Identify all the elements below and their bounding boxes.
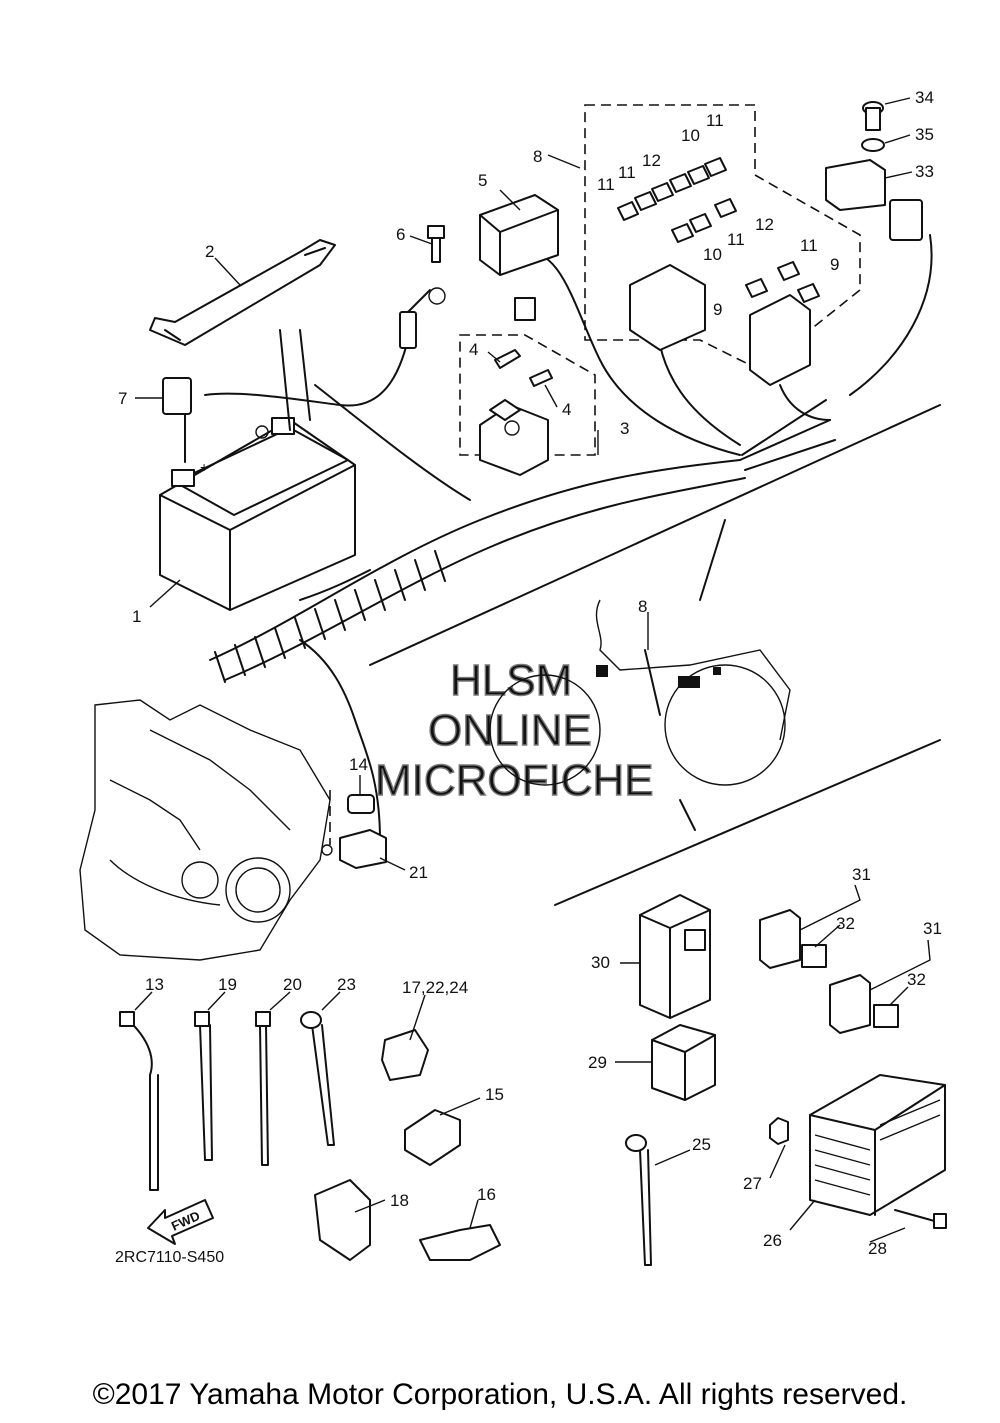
wire-clamps[interactable] bbox=[314, 1029, 501, 1261]
callout-5: 5 bbox=[478, 171, 487, 190]
callout-23: 23 bbox=[337, 975, 356, 994]
callout-18: 18 bbox=[390, 1191, 409, 1210]
callout-10a: 10 bbox=[681, 126, 700, 145]
ecu-unit[interactable] bbox=[639, 894, 711, 1019]
rectifier-regulator[interactable] bbox=[769, 1074, 947, 1229]
callout-11b: 11 bbox=[618, 163, 636, 182]
battery-plus-mark: + bbox=[200, 459, 208, 475]
callout-11a: 11 bbox=[597, 175, 615, 194]
relay-29[interactable] bbox=[651, 1024, 716, 1101]
callout-21: 21 bbox=[409, 863, 428, 882]
callout-32b: 32 bbox=[907, 970, 926, 989]
watermark-line2: ONLINE bbox=[428, 706, 592, 755]
watermark-line3: MICROFICHE bbox=[375, 756, 654, 805]
callout-33: 33 bbox=[915, 162, 934, 181]
figure-id: 2RC7110-S450 bbox=[115, 1249, 224, 1266]
copyright-notice: ©2017 Yamaha Motor Corporation, U.S.A. A… bbox=[92, 1378, 908, 1411]
spiral-tube bbox=[214, 550, 446, 683]
callout-15: 15 bbox=[485, 1085, 504, 1104]
callout-3: 3 bbox=[620, 419, 629, 438]
callout-11d: 11 bbox=[727, 230, 745, 249]
sensor-connector[interactable] bbox=[321, 790, 387, 869]
leader-lines bbox=[134, 97, 931, 1243]
callout-20: 20 bbox=[283, 975, 302, 994]
callout-7: 7 bbox=[118, 389, 127, 408]
lean-angle-sensor[interactable] bbox=[825, 101, 923, 241]
callout-6: 6 bbox=[396, 225, 405, 244]
terminal-bolt[interactable] bbox=[399, 225, 446, 349]
wire-harness bbox=[204, 234, 933, 841]
watermark-line1: HLSM bbox=[450, 656, 572, 705]
callout-12a: 12 bbox=[642, 151, 661, 170]
callout-31b: 31 bbox=[923, 919, 942, 938]
starter-relay[interactable] bbox=[459, 334, 596, 476]
callout-8b: 8 bbox=[638, 597, 647, 616]
callout-10b: 10 bbox=[703, 245, 722, 264]
callout-16: 16 bbox=[477, 1185, 496, 1204]
callout-11e: 11 bbox=[800, 236, 818, 255]
watermark: HLSM ONLINE MICROFICHE bbox=[374, 655, 654, 805]
battery[interactable]: + bbox=[159, 417, 356, 611]
callout-8a: 8 bbox=[533, 147, 542, 166]
negative-lead[interactable] bbox=[162, 377, 192, 463]
callout-28: 28 bbox=[868, 1239, 887, 1258]
callout-9b: 9 bbox=[830, 255, 839, 274]
coupler-31-32[interactable] bbox=[759, 909, 899, 1034]
callout-2: 2 bbox=[205, 242, 214, 261]
callout-14: 14 bbox=[349, 755, 368, 774]
callout-9a: 9 bbox=[713, 300, 722, 319]
engine-outline bbox=[79, 699, 331, 961]
callout-numbers: 1 2 3 4 4 5 6 7 8 8 9 9 10 10 11 11 11 1… bbox=[115, 88, 942, 1266]
callout-4a: 4 bbox=[469, 340, 478, 359]
callout-17: 17,22,24 bbox=[402, 978, 468, 997]
callout-32a: 32 bbox=[836, 914, 855, 933]
callout-11c: 11 bbox=[706, 111, 724, 130]
callout-26: 26 bbox=[763, 1231, 782, 1250]
callout-1: 1 bbox=[132, 607, 141, 626]
callout-12b: 12 bbox=[755, 215, 774, 234]
callout-27: 27 bbox=[743, 1174, 762, 1193]
cable-ties[interactable] bbox=[119, 1011, 652, 1266]
callout-31a: 31 bbox=[852, 865, 871, 884]
callout-29: 29 bbox=[588, 1053, 607, 1072]
fuse-box[interactable] bbox=[584, 104, 861, 386]
relay-unit[interactable] bbox=[479, 194, 559, 321]
battery-band[interactable] bbox=[149, 239, 336, 346]
callout-4b: 4 bbox=[562, 400, 571, 419]
motorcycle-inset bbox=[369, 404, 941, 906]
fwd-arrow: FWD bbox=[147, 1199, 214, 1245]
callout-13: 13 bbox=[145, 975, 164, 994]
callout-30: 30 bbox=[591, 953, 610, 972]
callout-25: 25 bbox=[692, 1135, 711, 1154]
callout-34: 34 bbox=[915, 88, 934, 107]
callout-35: 35 bbox=[915, 125, 934, 144]
callout-19: 19 bbox=[218, 975, 237, 994]
